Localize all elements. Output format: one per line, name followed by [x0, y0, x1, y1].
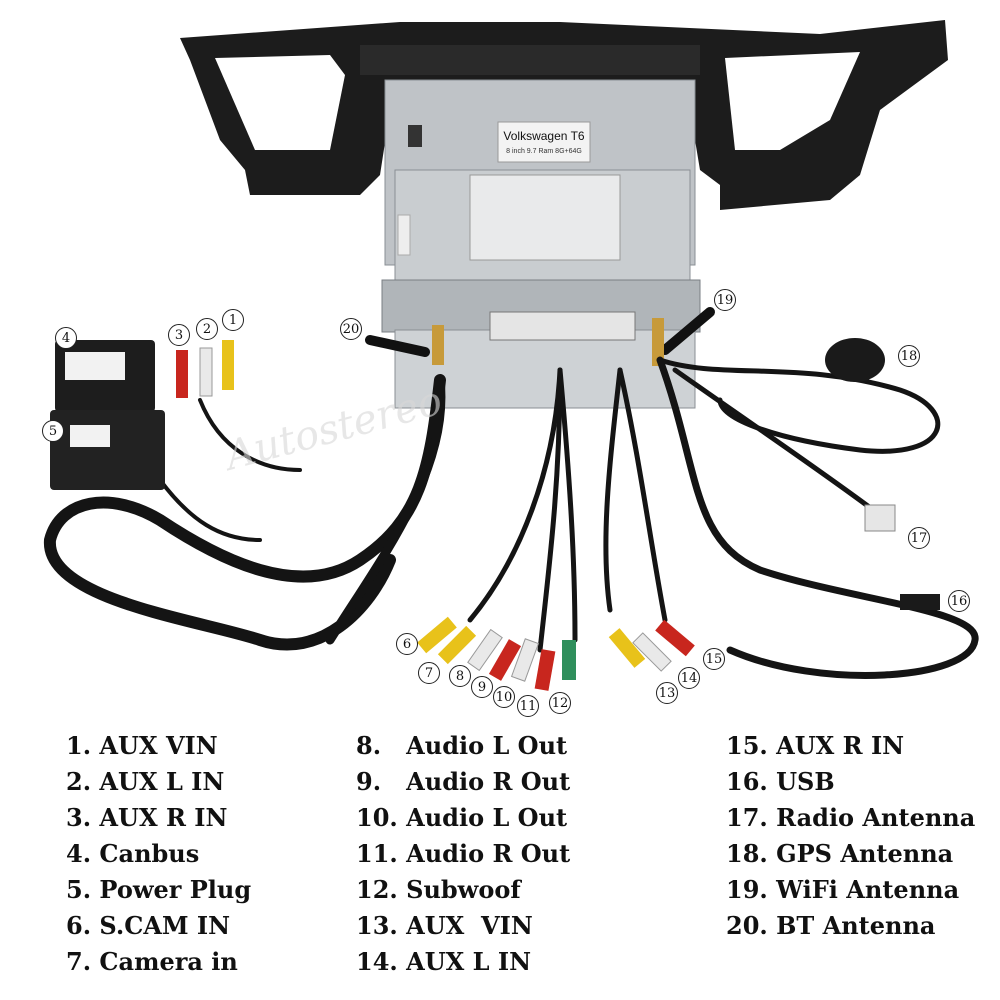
callout-2: 2: [196, 318, 218, 340]
legend-item: 2. AUX L IN: [66, 767, 225, 796]
callout-15: 15: [703, 648, 725, 670]
callout-16: 16: [948, 590, 970, 612]
model-sticker: Volkswagen T6 8 inch 9.7 Ram 8G+64G: [497, 121, 591, 163]
bezel-frame: [180, 20, 948, 210]
rca-plugs-top: [176, 340, 234, 398]
legend-item: 7. Camera in: [66, 947, 238, 976]
callout-1: 1: [222, 309, 244, 331]
legend-column-3: 15. AUX R IN 16. USB 17. Radio Antenna 1…: [726, 728, 975, 944]
callout-9: 9: [471, 676, 493, 698]
usb-plug: [900, 594, 940, 610]
gps-antenna-puck: [825, 338, 885, 382]
callout-18: 18: [898, 345, 920, 367]
legend-item: 10. Audio L Out: [356, 803, 568, 832]
legend-item: 13. AUX VIN: [356, 911, 533, 940]
watermark-text: Autostereo: [217, 378, 447, 481]
canbus-box: [55, 340, 155, 412]
callout-14: 14: [678, 667, 700, 689]
callout-13: 13: [656, 682, 678, 704]
legend-item: 9. Audio R Out: [356, 767, 571, 796]
bt-antenna: [365, 325, 444, 365]
legend-item: 18. GPS Antenna: [726, 839, 954, 868]
legend-item: 15. AUX R IN: [726, 731, 905, 760]
legend-item: 1. AUX VIN: [66, 731, 218, 760]
legend-item: 17. Radio Antenna: [726, 803, 976, 832]
callout-17: 17: [908, 527, 930, 549]
callout-3: 3: [168, 324, 190, 346]
legend-item: 11. Audio R Out: [356, 839, 571, 868]
wifi-antenna: [652, 307, 715, 366]
head-unit-wiring-drawing: Volkswagen T6 8 inch 9.7 Ram 8G+64G: [44, 20, 979, 691]
model-sticker-spec: 8 inch 9.7 Ram 8G+64G: [506, 148, 582, 155]
radio-antenna-plug: [864, 504, 896, 532]
legend-column-1: 1. AUX VIN 2. AUX L IN 3. AUX R IN 4. Ca…: [66, 728, 251, 980]
legend-item: 5. Power Plug: [66, 875, 252, 904]
model-sticker-title: Volkswagen T6: [503, 129, 584, 143]
callout-4: 4: [55, 327, 77, 349]
legend-item: 6. S.CAM IN: [66, 911, 231, 940]
legend-item: 8. Audio L Out: [356, 731, 568, 760]
callout-20: 20: [340, 318, 362, 340]
callout-6: 6: [396, 633, 418, 655]
legend-item: 20. BT Antenna: [726, 911, 936, 940]
legend-item: 16. USB: [726, 767, 835, 796]
callout-11: 11: [517, 695, 539, 717]
legend-item: 4. Canbus: [66, 839, 200, 868]
callout-7: 7: [418, 662, 440, 684]
diagram-illustration: Volkswagen T6 8 inch 9.7 Ram 8G+64G: [42, 20, 979, 717]
callout-8: 8: [449, 665, 471, 687]
cable-harness: [44, 356, 979, 679]
callout-5: 5: [42, 420, 64, 442]
legend-item: 14. AUX L IN: [356, 947, 532, 976]
legend-column-2: 8. Audio L Out 9. Audio R Out 10. Audio …: [356, 728, 570, 980]
legend-item: 19. WiFi Antenna: [726, 875, 960, 904]
power-plug-box: [50, 410, 165, 490]
pin-header-row: [489, 311, 636, 341]
legend-item: 3. AUX R IN: [66, 803, 228, 832]
rca-plugs-bottom: [417, 616, 695, 691]
callout-12: 12: [549, 692, 571, 714]
callout-10: 10: [493, 686, 515, 708]
unit-chassis: [381, 79, 701, 409]
callout-19: 19: [714, 289, 736, 311]
legend-item: 12. Subwoof: [356, 875, 521, 904]
